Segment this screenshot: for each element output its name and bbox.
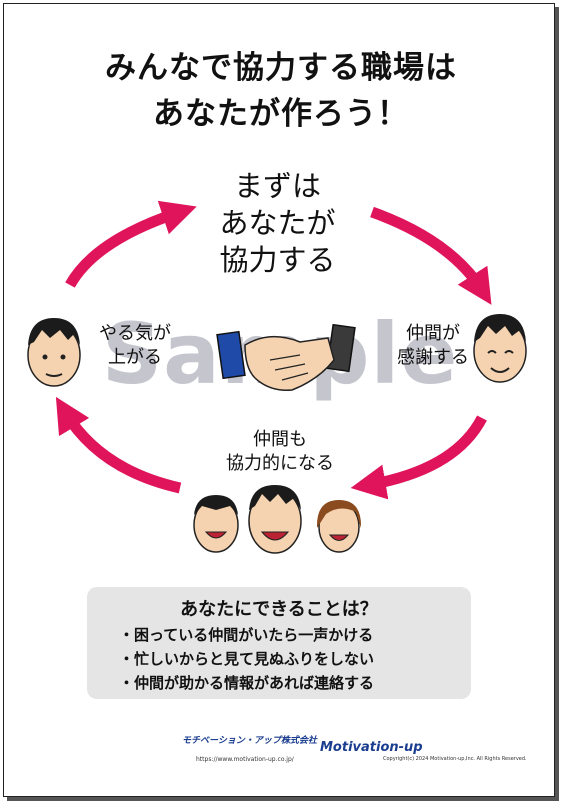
title-line-1: みんなで協力する職場は [105,50,457,86]
cycle-center-text: まずは あなたが 協力する [150,168,405,279]
tips-box: あなたにできることは？ ・困っている仲間がいたら一声かける ・忙しいからと見て見… [87,587,471,699]
cycle-right-text: 仲間が 感謝する [378,322,488,370]
worker-face-icon-right [473,314,527,383]
cycle-arrow-icon-top-left [65,200,197,288]
left-line: やる気が [99,323,171,344]
right-line: 仲間が [406,323,460,344]
company-url[interactable]: https://www.motivation-up.co.jp/ [196,756,294,763]
team-faces-icon [193,485,362,554]
center-line: あなたが [219,206,336,240]
cycle-arrow-icon-bottom-right [350,415,487,500]
cycle-arrow-icon-top-right [370,206,492,305]
cycle-left-text: やる気が 上がる [80,322,190,370]
title-line-2: あなたが作ろう！ [153,96,409,132]
copyright: Copyright(c) 2024 Motivation-up,Inc. All… [383,756,527,762]
center-line: まずは [233,169,321,203]
right-line: 感謝する [397,347,469,368]
tips-list: ・困っている仲間がいたら一声かける ・忙しいからと見て見ぬふりをしない ・仲間が… [119,623,374,695]
bottom-line: 仲間も [253,429,307,450]
center-line: 協力する [219,243,336,277]
company-name: モチベーション・アップ株式会社 [182,736,317,746]
tip-item: ・仲間が助かる情報があれば連絡する [119,674,375,692]
bottom-line: 協力的になる [226,453,334,474]
left-line: 上がる [108,347,162,368]
tips-heading: あなたにできることは？ [180,599,378,620]
cycle-bottom-text: 仲間も 協力的になる [190,428,370,476]
tip-item: ・困っている仲間がいたら一声かける [119,626,374,644]
handshake-icon [216,323,356,391]
company-logo: Motivation-up [320,740,423,755]
cycle-arrow-icon-bottom-left [55,396,182,494]
tip-item: ・忙しいからと見て見ぬふりをしない [119,650,375,668]
worker-face-icon-left [27,318,81,387]
